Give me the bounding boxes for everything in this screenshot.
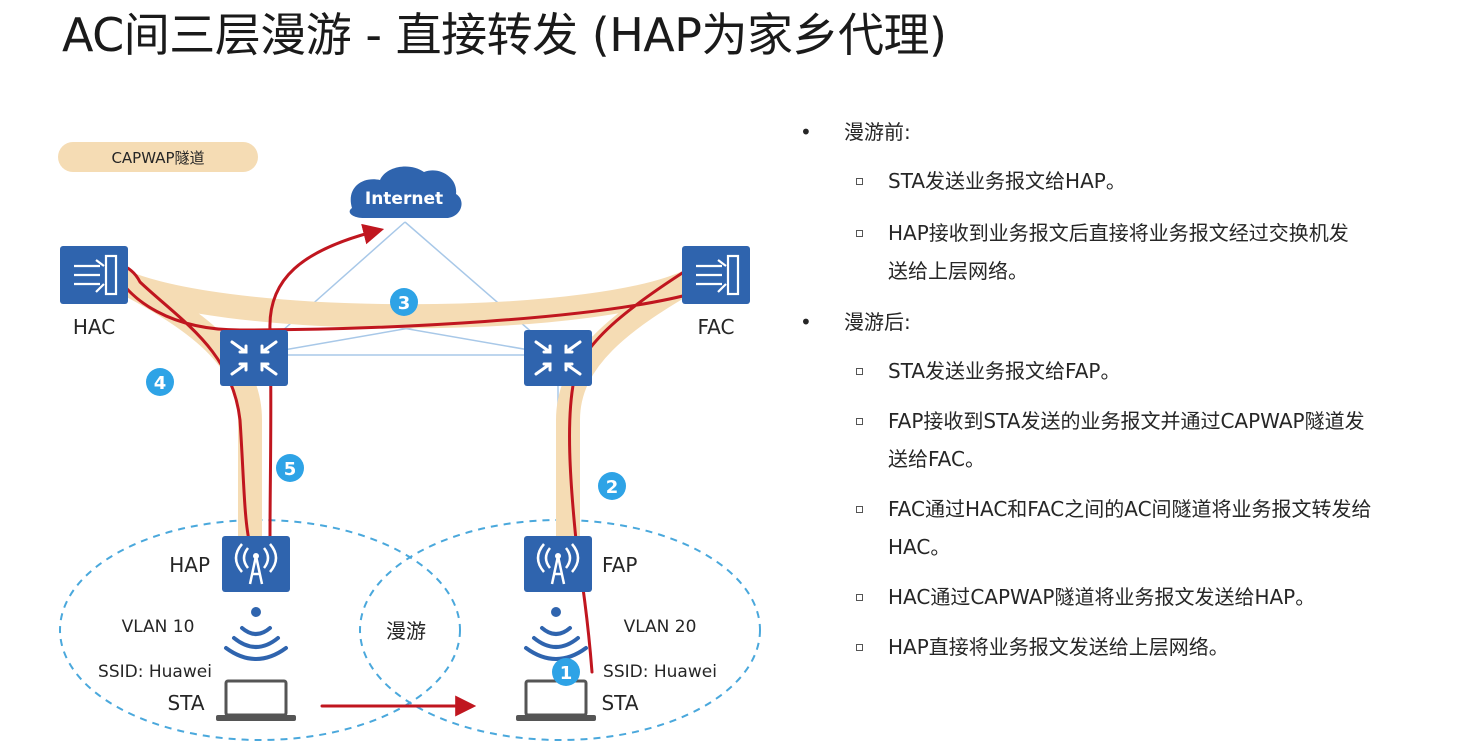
step-badge: 3 xyxy=(390,288,418,316)
explanation-panel: •漫游前: STA发送业务报文给HAP。 HAP接收到业务报文后直接将业务报文经… xyxy=(800,118,1460,666)
list-item: STA发送业务报文给HAP。 xyxy=(800,162,1460,200)
ssid-right-label: SSID: Huawei xyxy=(603,662,717,682)
laptop-icon xyxy=(516,679,596,721)
list-item: HAP直接将业务报文发送给上层网络。 xyxy=(800,628,1460,666)
section-heading: •漫游后: xyxy=(800,310,911,334)
access-controller-icon xyxy=(60,246,128,304)
svg-text:4: 4 xyxy=(154,373,167,394)
access-point-icon xyxy=(524,536,592,592)
section-after: •漫游后: STA发送业务报文给FAP。 FAP接收到STA发送的业务报文并通过… xyxy=(800,308,1460,666)
wifi-signal-icon xyxy=(224,607,288,661)
core-switch-icon xyxy=(524,330,592,386)
svg-text:3: 3 xyxy=(398,293,411,314)
list-item: FAP接收到STA发送的业务报文并通过CAPWAP隧道发送给FAC。 xyxy=(800,402,1460,478)
vlan-right-label: VLAN 20 xyxy=(624,617,697,637)
svg-text:1: 1 xyxy=(560,663,573,684)
access-point-icon xyxy=(222,536,290,592)
step-badge: 1 xyxy=(552,658,580,686)
hac-label: HAC xyxy=(73,315,115,339)
wifi-signal-icon xyxy=(524,607,588,661)
hap-label: HAP xyxy=(169,553,210,577)
laptop-icon xyxy=(216,679,296,721)
section-before: •漫游前: STA发送业务报文给HAP。 HAP接收到业务报文后直接将业务报文经… xyxy=(800,118,1460,290)
list-item: STA发送业务报文给FAP。 xyxy=(800,352,1460,390)
roam-label: 漫游 xyxy=(386,619,426,643)
svg-text:5: 5 xyxy=(284,459,297,480)
roaming-topology-diagram: CAPWAP隧道 Internet HAC xyxy=(58,142,761,741)
tunnel-legend-label: CAPWAP隧道 xyxy=(111,149,204,167)
internet-label: Internet xyxy=(365,189,443,209)
fac-label: FAC xyxy=(698,315,735,339)
vlan-left-label: VLAN 10 xyxy=(122,617,195,637)
core-switch-icon xyxy=(220,330,288,386)
access-controller-icon xyxy=(682,246,750,304)
list-item: HAP接收到业务报文后直接将业务报文经过交换机发送给上层网络。 xyxy=(800,214,1460,290)
step-badge: 5 xyxy=(276,454,304,482)
step-badge: 2 xyxy=(598,472,626,500)
sta-right-label: STA xyxy=(601,691,638,715)
list-item: HAC通过CAPWAP隧道将业务报文发送给HAP。 xyxy=(800,578,1460,616)
step-badge: 4 xyxy=(146,368,174,396)
section-heading: •漫游前: xyxy=(800,120,911,144)
sta-left-label: STA xyxy=(167,691,204,715)
tunnel-legend-swatch xyxy=(58,142,258,172)
fap-label: FAP xyxy=(602,553,637,577)
ssid-left-label: SSID: Huawei xyxy=(98,662,212,682)
page-title: AC间三层漫游 - 直接转发 (HAP为家乡代理) xyxy=(62,8,947,62)
cloud-icon xyxy=(349,166,462,218)
svg-text:2: 2 xyxy=(606,477,619,498)
